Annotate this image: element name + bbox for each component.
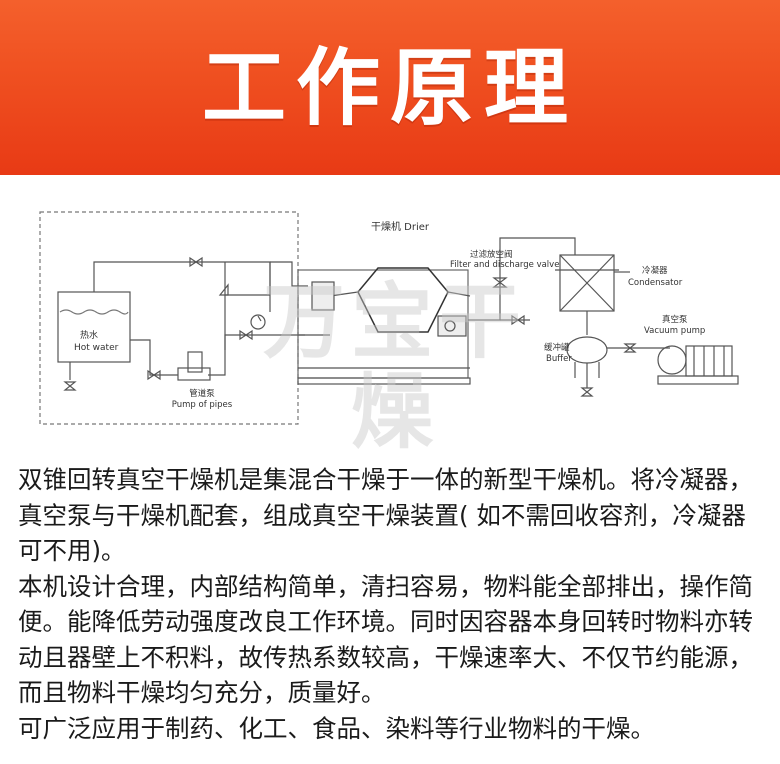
condenser-label-zh: 冷凝器: [642, 265, 668, 276]
vacuum-pump-label-zh: 真空泵: [662, 314, 688, 325]
filter-valve-label-en: Filter and discharge valve: [450, 260, 559, 270]
description-paragraph: 可广泛应用于制药、化工、食品、染料等行业物料的干燥。: [18, 713, 655, 743]
vacuum-pump-motor: [685, 345, 733, 377]
watermark-text: 万宝干燥: [262, 275, 527, 460]
pipe-pump-label-zh: 管道泵: [189, 388, 215, 399]
hot-water-label-en: Hot water: [74, 343, 119, 353]
filter-valve-label-zh: 过滤放空阀: [470, 249, 513, 260]
condenser-label-en: Condensator: [628, 278, 683, 288]
drier-label: 干燥机 Drier: [371, 220, 430, 233]
buffer-label-en: Buffer: [546, 354, 572, 364]
valve-drier-inlet: [239, 329, 253, 341]
description-paragraph: 双锥回转真空干燥机是集混合干燥于一体的新型干燥机。将冷凝器，真空泵与干燥机配套，…: [18, 465, 753, 565]
buffer-label-zh: 缓冲罐: [544, 342, 570, 353]
process-diagram: 干燥机 Drier 过滤放空阀 Filter and discharge val…: [30, 200, 750, 450]
hot-water-label-zh: 热水: [80, 329, 98, 341]
process-diagram-svg: 干燥机 Drier 过滤放空阀 Filter and discharge val…: [39, 211, 739, 425]
valve-drain: [63, 381, 77, 391]
description: 双锥回转真空干燥机是集混合干燥于一体的新型干燥机。将冷凝器，真空泵与干燥机配套，…: [18, 462, 764, 746]
pressure-gauge: [250, 314, 266, 330]
vacuum-pump: [657, 345, 687, 375]
valve-return: [147, 369, 161, 381]
buffer-tank: [566, 336, 608, 364]
vacuum-pump-label-en: Vacuum pump: [644, 326, 705, 336]
header-banner: 工作原理: [0, 0, 780, 175]
drier-motor: [437, 315, 467, 337]
pipe-pump-body: [187, 351, 203, 373]
description-paragraph: 本机设计合理，内部结构简单，清扫容易，物料能全部排出，操作简便。能降低劳动强度改…: [18, 571, 753, 708]
pipe-pump-label-en: Pump of pipes: [172, 400, 233, 410]
page-title: 工作原理: [201, 39, 578, 137]
valve-top: [189, 256, 203, 268]
filter-discharge-valve: [492, 277, 508, 288]
pipe-pump-base: [177, 367, 211, 381]
